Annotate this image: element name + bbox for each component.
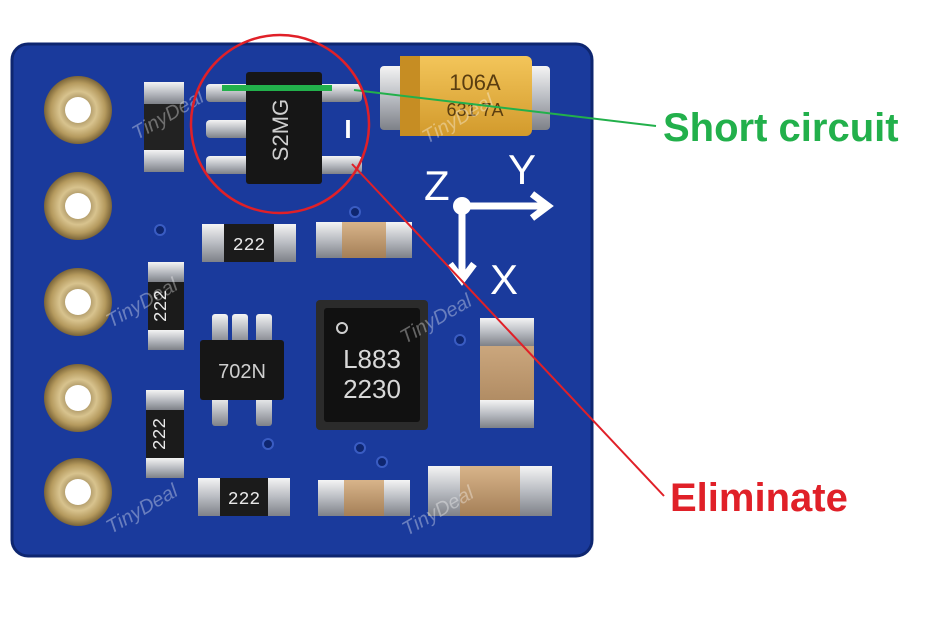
tantalum-marking-1: 106A xyxy=(449,70,501,95)
short-circuit-leader xyxy=(353,89,657,127)
axis-indicator: Z Y X xyxy=(424,146,554,303)
eliminate-leader xyxy=(351,163,665,497)
ceramic-cap-right xyxy=(480,318,534,428)
resistor-marking-3: 222 xyxy=(233,236,265,256)
eliminate-label: Eliminate xyxy=(670,476,848,520)
header-pads xyxy=(44,76,112,526)
ceramic-cap-bottom xyxy=(318,480,410,516)
resistor-marking-4: 222 xyxy=(228,490,260,510)
sensor-marking-2: 2230 xyxy=(343,374,401,404)
vias xyxy=(154,206,466,468)
tantalum-capacitor: 106A 631 7A xyxy=(380,56,550,136)
top-ic: S2MG xyxy=(206,72,362,184)
resistor-marking-1: 222 xyxy=(152,290,172,322)
resistor-horizontal-bottom: 222 xyxy=(198,478,290,516)
transistor-marking: 702N xyxy=(218,361,266,383)
ceramic-cap-top xyxy=(316,222,412,258)
transistor: 702N xyxy=(200,314,284,426)
resistor-horizontal-top: 222 xyxy=(202,224,296,262)
solder-mark: I xyxy=(344,114,351,144)
short-circuit-label: Short circuit xyxy=(663,106,899,150)
ceramic-cap-bottom-right xyxy=(428,466,552,516)
axis-label-y: Y xyxy=(508,146,536,193)
ic-top-marking: S2MG xyxy=(268,99,293,161)
left-components: 222 222 xyxy=(144,82,184,478)
magnetometer-chip: L883 2230 xyxy=(316,300,428,430)
axis-label-z: Z xyxy=(424,162,450,209)
eliminate-circle xyxy=(189,33,371,215)
resistor-marking-2: 222 xyxy=(151,418,171,450)
axis-label-x: X xyxy=(490,256,518,303)
sensor-marking-1: L883 xyxy=(343,344,401,374)
tantalum-marking-2: 631 7A xyxy=(446,100,503,120)
